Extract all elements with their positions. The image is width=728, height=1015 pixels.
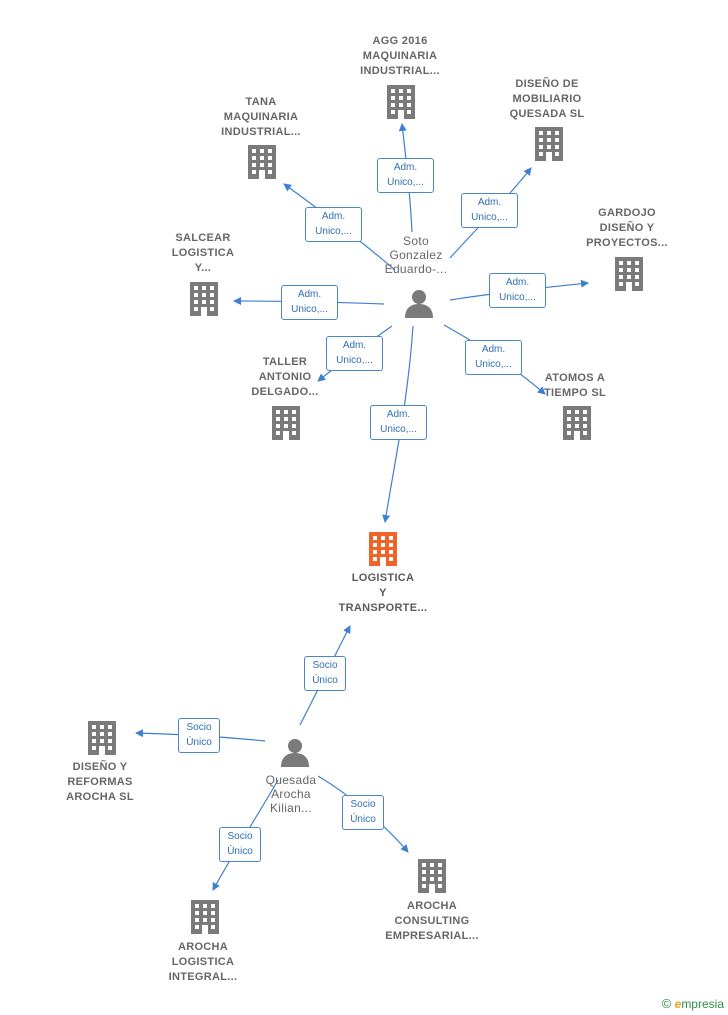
edge-label-quesada-diseno-reformas: Socio Único [178, 718, 220, 753]
company-label-logistica[interactable]: LOGISTICA Y TRANSPORTE... [338, 572, 428, 614]
edge-label-salcear: Adm. Unico,... [281, 285, 338, 320]
edge-label-quesada-logistica: Socio Único [304, 656, 346, 691]
building-icon[interactable] [369, 532, 397, 566]
building-icon[interactable] [191, 900, 219, 934]
company-label-salcear[interactable]: SALCEAR LOGISTICA Y... [171, 232, 235, 274]
company-label-atomos[interactable]: ATOMOS A TIEMPO SL [544, 372, 606, 399]
copyright-icon: © [661, 996, 672, 1011]
person-icon[interactable] [405, 290, 433, 318]
empresia-logo-initial: e [674, 997, 682, 1011]
company-label-agg[interactable]: AGG 2016 MAQUINARIA INDUSTRIAL... [360, 35, 440, 77]
person-label-soto[interactable]: Soto Gonzalez Eduardo-... [384, 234, 448, 276]
company-label-diseno-reformas[interactable]: DISEÑO Y REFORMAS AROCHA SL [66, 761, 134, 803]
empresia-credit[interactable]: © empresia [662, 996, 724, 1011]
company-label-diseno-mobiliario[interactable]: DISEÑO DE MOBILIARIO QUESADA SL [509, 78, 585, 120]
edge-label-taller: Adm. Unico,... [326, 336, 383, 371]
building-icon[interactable] [190, 282, 218, 316]
company-label-gardojo[interactable]: GARDOJO DISEÑO Y PROYECTOS... [586, 207, 668, 249]
building-icon[interactable] [615, 257, 643, 291]
company-label-arocha-logistica[interactable]: AROCHA LOGISTICA INTEGRAL... [168, 941, 238, 983]
company-label-tana[interactable]: TANA MAQUINARIA INDUSTRIAL... [221, 96, 301, 138]
edge-label-logistica: Adm. Unico,... [370, 405, 427, 440]
edge-label-diseno-mobiliario: Adm. Unico,... [461, 193, 518, 228]
person-icon[interactable] [281, 739, 309, 767]
edge-label-quesada-arocha-consulting: Socio Único [342, 795, 384, 830]
edge-label-atomos: Adm. Unico,... [465, 340, 522, 375]
company-label-taller[interactable]: TALLER ANTONIO DELGADO... [251, 356, 319, 398]
edge-label-tana: Adm. Unico,... [305, 207, 362, 242]
company-label-arocha-consulting[interactable]: AROCHA CONSULTING EMPRESARIAL... [385, 900, 479, 942]
edge-label-agg: Adm. Unico,... [377, 158, 434, 193]
building-icon[interactable] [272, 406, 300, 440]
person-label-quesada[interactable]: Quesada Arocha Kilian... [265, 773, 317, 815]
building-icon[interactable] [88, 721, 116, 755]
building-icon[interactable] [418, 859, 446, 893]
edge-label-quesada-arocha-logistica: Socio Único [219, 827, 261, 862]
building-icon[interactable] [563, 406, 591, 440]
edge-label-gardojo: Adm. Unico,... [489, 273, 546, 308]
building-icon[interactable] [535, 127, 563, 161]
empresia-logo-text: mpresia [681, 997, 724, 1011]
building-icon[interactable] [387, 85, 415, 119]
building-icon[interactable] [248, 145, 276, 179]
